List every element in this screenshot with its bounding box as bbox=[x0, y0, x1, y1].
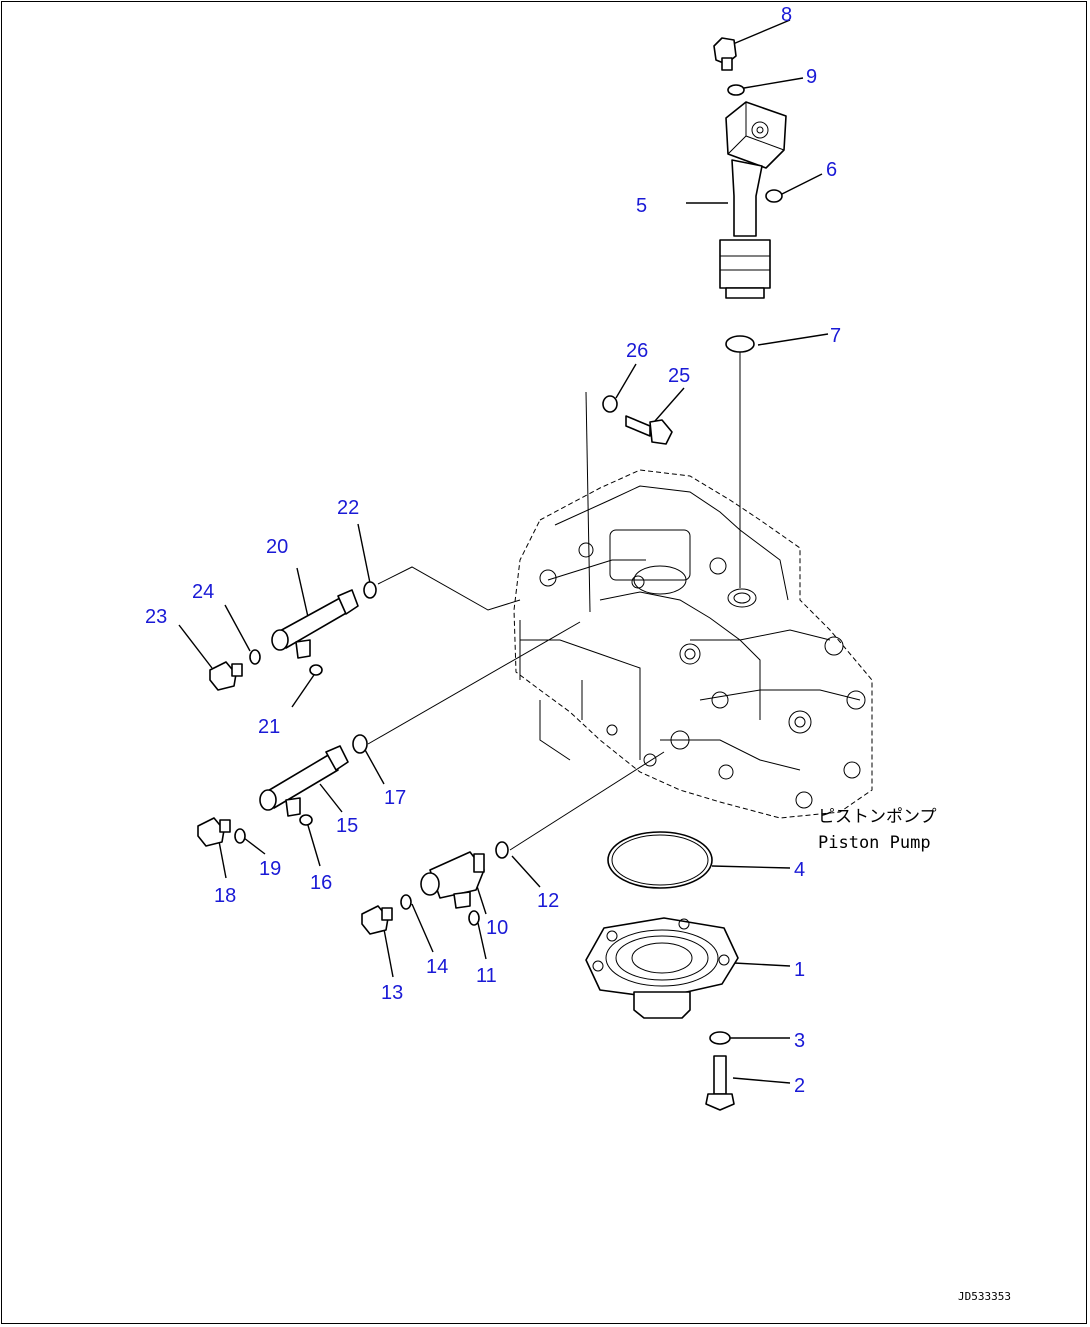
leader-lines bbox=[178, 19, 829, 1084]
part-13-plug bbox=[361, 905, 393, 935]
drawing-code: JD533353 bbox=[958, 1290, 1011, 1303]
part-24-o-ring bbox=[249, 649, 261, 665]
callout-20: 20 bbox=[266, 536, 288, 558]
part-2-bolt bbox=[705, 1055, 735, 1111]
callout-26: 26 bbox=[626, 340, 648, 362]
callout-16: 16 bbox=[310, 872, 332, 894]
part-19-o-ring bbox=[234, 828, 246, 844]
part-12-o-ring bbox=[495, 841, 509, 859]
callout-1: 1 bbox=[794, 959, 805, 981]
callout-25: 25 bbox=[668, 365, 690, 387]
callout-10: 10 bbox=[486, 917, 508, 939]
callout-13: 13 bbox=[381, 982, 403, 1004]
part-18-plug bbox=[197, 817, 231, 847]
part-11-o-ring bbox=[468, 910, 480, 926]
part-7-o-ring bbox=[725, 335, 755, 353]
part-6-plug bbox=[765, 189, 783, 203]
part-15-fitting bbox=[259, 745, 349, 817]
centre-lines bbox=[367, 352, 741, 851]
part-8-bolt bbox=[713, 37, 737, 71]
part-17-o-ring bbox=[352, 734, 368, 754]
callout-8: 8 bbox=[781, 4, 792, 26]
callout-21: 21 bbox=[258, 716, 280, 738]
part-3-washer bbox=[709, 1031, 731, 1045]
callout-22: 22 bbox=[337, 497, 359, 519]
part-1-cover-flange bbox=[585, 917, 739, 1019]
callout-19: 19 bbox=[259, 858, 281, 880]
part-4-large-o-ring bbox=[607, 831, 713, 889]
callout-11: 11 bbox=[476, 965, 497, 987]
callout-3: 3 bbox=[794, 1030, 805, 1052]
part-26-washer bbox=[602, 395, 618, 413]
part-16-o-ring bbox=[299, 814, 313, 826]
callout-5: 5 bbox=[636, 195, 647, 217]
part-14-o-ring bbox=[400, 894, 412, 910]
part-20-fitting bbox=[271, 589, 359, 659]
callout-15: 15 bbox=[336, 815, 358, 837]
callout-14: 14 bbox=[426, 956, 448, 978]
callout-6: 6 bbox=[826, 159, 837, 181]
assembly-label-english: Piston Pump bbox=[818, 833, 931, 853]
part-10-fitting bbox=[420, 851, 485, 909]
callout-2: 2 bbox=[794, 1075, 805, 1097]
part-9-washer bbox=[727, 84, 745, 96]
callout-24: 24 bbox=[192, 581, 214, 603]
part-5-tube bbox=[719, 101, 787, 299]
callout-18: 18 bbox=[214, 885, 236, 907]
callout-labels: 1 2 3 4 5 6 7 8 9 10 11 12 13 14 15 16 1… bbox=[145, 4, 841, 1097]
part-23-plug bbox=[209, 661, 243, 691]
callout-17: 17 bbox=[384, 787, 406, 809]
callout-12: 12 bbox=[537, 890, 559, 912]
assembly-label-japanese: ピストンポンプ bbox=[818, 807, 937, 827]
piston-pump-body bbox=[513, 469, 873, 819]
part-22-o-ring bbox=[363, 581, 377, 599]
part-21-o-ring bbox=[309, 664, 323, 676]
part-25-bolt bbox=[625, 415, 673, 445]
callout-7: 7 bbox=[830, 325, 841, 347]
callout-23: 23 bbox=[145, 606, 167, 628]
callout-4: 4 bbox=[794, 859, 805, 881]
callout-9: 9 bbox=[806, 66, 817, 88]
